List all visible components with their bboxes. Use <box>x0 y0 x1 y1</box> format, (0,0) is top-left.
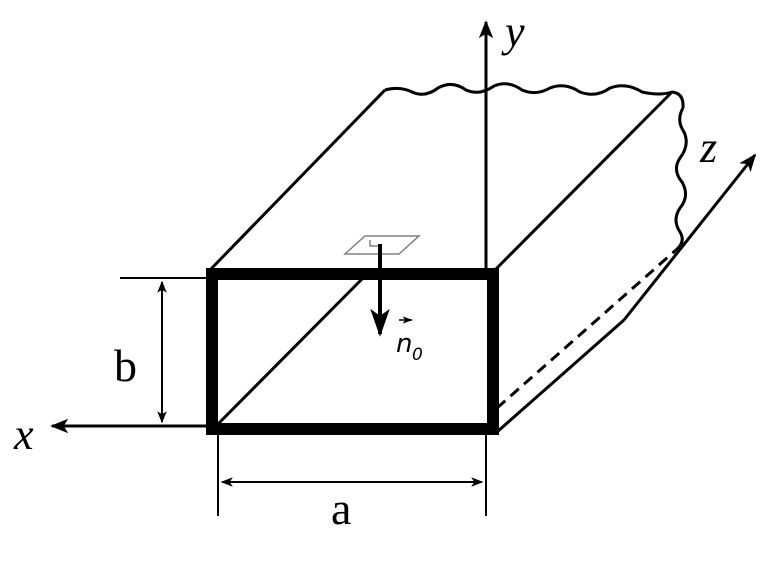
top-left-edge <box>208 88 387 272</box>
normal-symbol: n <box>396 329 412 359</box>
z-axis-label: z <box>699 123 717 172</box>
bottom-right-depth-edge <box>496 318 625 434</box>
front-face <box>206 268 499 435</box>
z-axis <box>622 153 757 321</box>
width-label: a <box>331 483 351 534</box>
hidden-edge <box>496 248 677 410</box>
inner-diagonal <box>216 276 365 426</box>
y-axis-label: y <box>501 7 525 56</box>
height-label: b <box>114 340 137 391</box>
x-axis-label: x <box>13 410 34 459</box>
wavy-right-edge <box>674 107 688 252</box>
normal-vector-label: n 0 <box>396 316 423 365</box>
top-right-edge <box>493 90 674 272</box>
right-angle-mark <box>369 240 380 247</box>
wavy-top-edge <box>384 82 685 109</box>
normal-subscript: 0 <box>412 345 423 365</box>
